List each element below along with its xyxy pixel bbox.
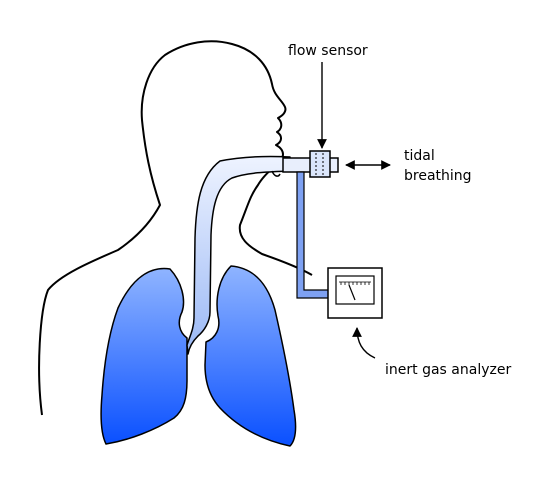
tidal-label-line1: tidal xyxy=(404,148,435,164)
right-lung xyxy=(204,265,297,447)
flow-sensor-block xyxy=(309,150,331,178)
analyzer-label: inert gas analyzer xyxy=(385,362,511,378)
body-outline xyxy=(38,40,313,416)
left-lung xyxy=(100,267,188,445)
meter-needle xyxy=(348,284,356,301)
analyzer-arrow xyxy=(352,327,376,359)
sampling-line xyxy=(296,171,331,299)
tidal-label-line2: breathing xyxy=(404,168,472,184)
flow-sensor-label: flow sensor xyxy=(288,43,368,59)
mouth-detail xyxy=(271,170,281,177)
meter-scale-ticks xyxy=(339,281,371,285)
